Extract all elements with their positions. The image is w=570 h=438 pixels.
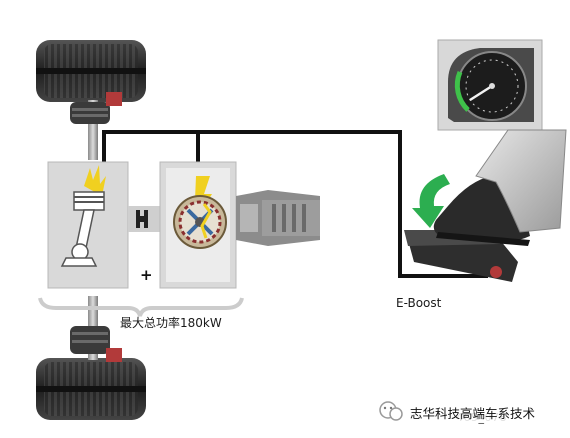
wechat-icon bbox=[379, 401, 403, 421]
total-power-label: 最大总功率180kW bbox=[120, 316, 222, 330]
control-wiring bbox=[102, 130, 488, 278]
tachometer-icon bbox=[437, 39, 543, 131]
clutch-icon bbox=[128, 206, 160, 232]
rear-wheel-icon bbox=[36, 358, 146, 420]
electric-motor-icon bbox=[173, 176, 227, 249]
plus-sign: + bbox=[140, 266, 153, 284]
rear-driveshaft bbox=[70, 296, 122, 362]
front-wheel-icon bbox=[36, 40, 146, 102]
accelerator-pedal-icon bbox=[404, 129, 567, 282]
watermark-text: 志华科技高端车系技术 bbox=[408, 402, 538, 423]
e-boost-label: E-Boost bbox=[396, 296, 442, 310]
front-driveshaft bbox=[70, 92, 122, 160]
engine-piston-icon bbox=[60, 165, 106, 267]
total-power-brace bbox=[38, 297, 244, 317]
transmission bbox=[236, 190, 320, 246]
